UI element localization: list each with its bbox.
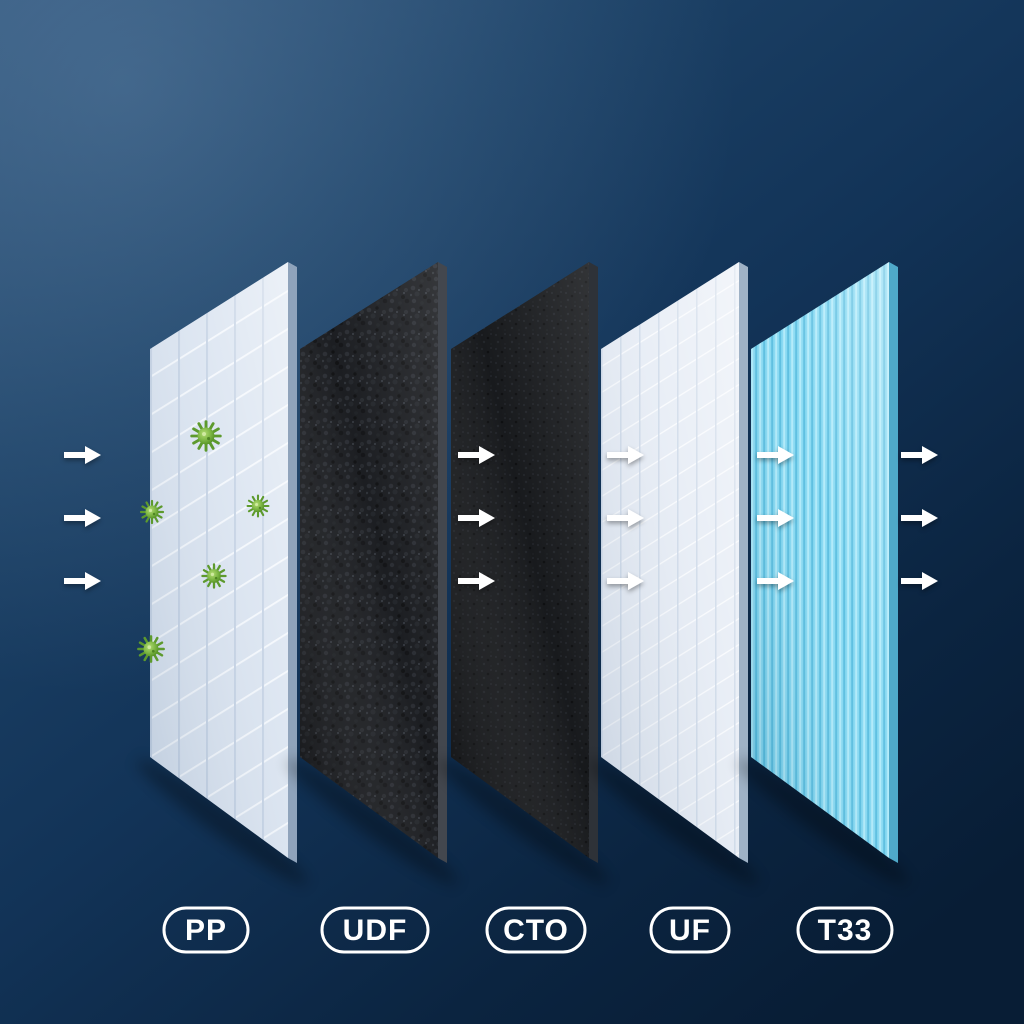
panel-shadow	[587, 759, 759, 885]
stage-label-text: UF	[669, 914, 711, 947]
filter-panel-uf	[587, 262, 759, 885]
panel-shadow	[136, 759, 308, 885]
filter-panel-pp	[136, 262, 308, 885]
label-pill	[320, 906, 430, 954]
stage-label-text: T33	[818, 914, 873, 947]
stage-label-udf: UDF	[320, 906, 430, 954]
label-pill	[162, 906, 250, 954]
panel-side-edge	[438, 262, 447, 863]
panel-shine	[451, 262, 589, 858]
stage-label-cto: CTO	[485, 906, 587, 954]
panel-shine	[751, 262, 889, 858]
stage-label-text: CTO	[503, 914, 569, 947]
panel-side-edge	[889, 262, 898, 863]
panel-side-edge	[739, 262, 748, 863]
panel-shine	[150, 262, 288, 858]
panel-side-edge	[589, 262, 598, 863]
stage-label-text: PP	[185, 914, 227, 947]
label-pill	[796, 906, 894, 954]
label-pill	[485, 906, 587, 954]
stage-label-pp: PP	[162, 906, 250, 954]
panel-shine	[300, 262, 438, 858]
stage-label-text: UDF	[343, 914, 408, 947]
panel-shine	[601, 262, 739, 858]
label-pill	[649, 906, 731, 954]
stage-label-uf: UF	[649, 906, 731, 954]
filter-panel-udf	[286, 262, 458, 885]
panel-shadow	[437, 759, 609, 885]
panel-shadow	[286, 759, 458, 885]
panel-side-edge	[288, 262, 297, 863]
filter-panel-t33	[737, 262, 909, 885]
panel-shadow	[737, 759, 909, 885]
stage-labels: PP UDF CTO UF T33	[162, 906, 894, 954]
filter-panel-cto	[437, 262, 609, 885]
stage-label-t33: T33	[796, 906, 894, 954]
